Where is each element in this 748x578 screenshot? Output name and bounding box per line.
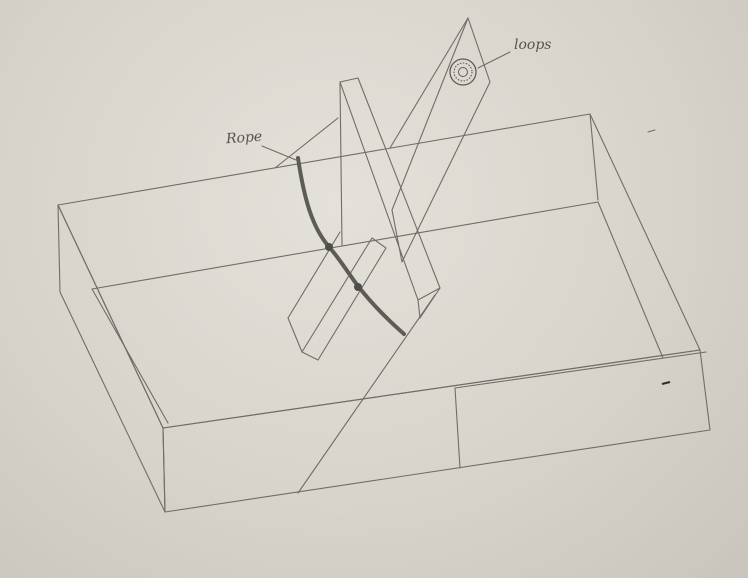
snap-bar-corner-edge bbox=[419, 287, 441, 319]
box-front-face bbox=[162, 349, 711, 513]
back-plank-face bbox=[391, 17, 491, 263]
rope-pointer-line bbox=[261, 145, 297, 161]
front-ledge-line bbox=[454, 351, 707, 389]
rope-line bbox=[296, 156, 406, 336]
diagonal-guide-line bbox=[297, 294, 436, 494]
box-left-face bbox=[57, 204, 166, 513]
cavity-back-line bbox=[91, 201, 599, 290]
back-plank-edge bbox=[389, 17, 469, 149]
snap-bar bbox=[339, 77, 441, 319]
cavity-right-line bbox=[597, 201, 664, 359]
trigger-plank-face bbox=[301, 237, 387, 361]
loops-pointer-line bbox=[477, 51, 511, 69]
stray-mark-dark bbox=[661, 381, 671, 385]
snap-bar-left-edge bbox=[339, 81, 343, 246]
trigger-plank-edge bbox=[287, 317, 303, 353]
box-outline bbox=[57, 113, 711, 513]
front-divider-line bbox=[454, 387, 461, 469]
rope-guide-line bbox=[274, 117, 339, 169]
back-plank bbox=[389, 17, 491, 263]
snap-bar-bottom-edge bbox=[417, 299, 421, 319]
box-top-face bbox=[57, 113, 701, 429]
rope-knot-upper bbox=[325, 243, 333, 251]
rope-knot-lower bbox=[354, 283, 362, 291]
loops-ring-icon bbox=[449, 58, 477, 86]
cavity-left-line bbox=[91, 288, 169, 424]
loops-label: loops bbox=[514, 37, 552, 53]
box-back-right-edge bbox=[589, 113, 599, 201]
stray-mark bbox=[647, 129, 656, 133]
rope-label: Rope bbox=[225, 128, 263, 148]
trigger-plank bbox=[287, 231, 387, 361]
